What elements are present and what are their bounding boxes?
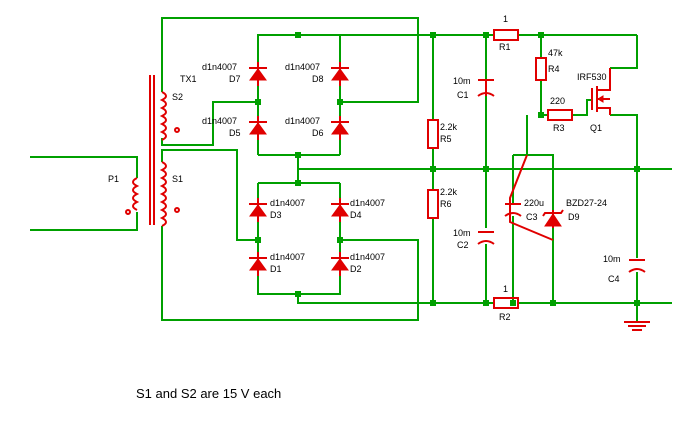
diode-d1 xyxy=(248,252,268,276)
label-r1-value: 1 xyxy=(503,14,508,24)
diode-d7 xyxy=(248,62,268,86)
zener-d9 xyxy=(542,209,564,228)
capacitor-c2 xyxy=(477,231,495,245)
diode-d4 xyxy=(330,198,350,222)
label-d8-part: d1n4007 xyxy=(285,62,320,72)
capacitor-c4 xyxy=(628,259,646,273)
label-d5: D5 xyxy=(229,128,241,138)
label-d1: D1 xyxy=(270,264,282,274)
label-d2-part: d1n4007 xyxy=(350,252,385,262)
label-r2: R2 xyxy=(499,312,511,322)
label-r6: R6 xyxy=(440,199,452,209)
label-r5: R5 xyxy=(440,134,452,144)
label-c3: C3 xyxy=(526,212,538,222)
label-p1: P1 xyxy=(108,174,119,184)
resistor-r5 xyxy=(427,119,439,149)
junction-dots xyxy=(255,32,640,306)
label-r4-value: 47k xyxy=(548,48,563,58)
label-c2: C2 xyxy=(457,240,469,250)
label-r5-value: 2.2k xyxy=(440,122,458,132)
label-d3: D3 xyxy=(270,210,282,220)
label-s2: S2 xyxy=(172,92,183,102)
label-d9: D9 xyxy=(568,212,580,222)
label-d4-part: d1n4007 xyxy=(350,198,385,208)
label-d4: D4 xyxy=(350,210,362,220)
label-c4-value: 10m xyxy=(603,254,621,264)
label-c4: C4 xyxy=(608,274,620,284)
diode-d8 xyxy=(330,62,350,86)
resistor-r2 xyxy=(493,297,519,309)
resistor-r1 xyxy=(493,29,519,41)
label-c2-value: 10m xyxy=(453,228,471,238)
labels: TX1 S2 S1 P1 d1n4007 D7 d1n4007 D8 d1n40… xyxy=(108,14,621,322)
transformer-tx1 xyxy=(125,75,180,227)
resistor-r4 xyxy=(535,57,547,81)
label-d3-part: d1n4007 xyxy=(270,198,305,208)
label-q1: Q1 xyxy=(590,123,602,133)
label-tx1: TX1 xyxy=(180,74,197,84)
link-wire xyxy=(509,154,554,241)
diode-d6 xyxy=(330,116,350,140)
label-r2-value: 1 xyxy=(503,284,508,294)
ground-symbol xyxy=(624,321,650,331)
resistor-r6 xyxy=(427,189,439,219)
label-d1-part: d1n4007 xyxy=(270,252,305,262)
label-s1: S1 xyxy=(172,174,183,184)
label-d6-part: d1n4007 xyxy=(285,116,320,126)
label-r3: R3 xyxy=(553,123,565,133)
label-r6-value: 2.2k xyxy=(440,187,458,197)
label-d7: D7 xyxy=(229,74,241,84)
label-d2: D2 xyxy=(350,264,362,274)
label-q1-part: IRF530 xyxy=(577,72,607,82)
label-d6: D6 xyxy=(312,128,324,138)
label-c3-value: 220u xyxy=(524,198,544,208)
label-r4: R4 xyxy=(548,64,560,74)
label-c1: C1 xyxy=(457,90,469,100)
label-d7-part: d1n4007 xyxy=(202,62,237,72)
mosfet-q1 xyxy=(591,68,611,115)
label-c1-value: 10m xyxy=(453,76,471,86)
capacitor-c3 xyxy=(504,203,522,217)
diode-d3 xyxy=(248,198,268,222)
diode-d5 xyxy=(248,116,268,140)
label-r3-value: 220 xyxy=(550,96,565,106)
label-d9-part: BZD27-24 xyxy=(566,198,607,208)
wires xyxy=(30,17,672,322)
label-r1: R1 xyxy=(499,42,511,52)
note-text: S1 and S2 are 15 V each xyxy=(136,386,282,401)
label-d5-part: d1n4007 xyxy=(202,116,237,126)
diode-d2 xyxy=(330,252,350,276)
resistor-r3 xyxy=(547,109,573,121)
label-d8: D8 xyxy=(312,74,324,84)
capacitor-c1 xyxy=(477,79,495,97)
